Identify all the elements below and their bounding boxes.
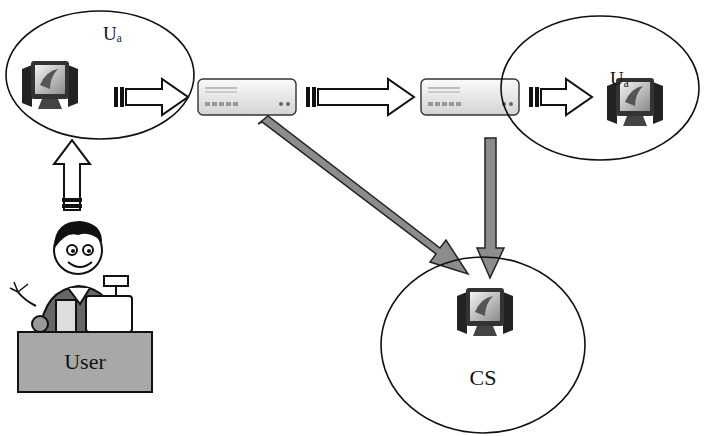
monitor-icon [22, 61, 78, 109]
user-host-ellipse: Uₐ [5, 10, 195, 140]
user-desk: User [16, 214, 154, 394]
user-host-ellipse-outline [500, 15, 700, 161]
user-figure [10, 222, 132, 332]
cs-ellipse: CS [380, 256, 586, 434]
node-label: Uₐ [610, 69, 629, 90]
cs-ellipse-outline [380, 256, 586, 434]
monitor-icon [457, 288, 513, 336]
node-label: User [64, 350, 106, 374]
router-icon [198, 79, 296, 115]
router-icon [421, 79, 519, 115]
node-label: Uₐ [103, 24, 122, 45]
report-arrows [258, 116, 504, 278]
arrow-rings [114, 87, 539, 107]
flow-arrows [126, 79, 592, 115]
node-label: CS [470, 366, 497, 390]
user-host-ellipse: Uₐ [500, 15, 700, 161]
user-host-ellipse-outline [5, 10, 195, 140]
flow-arrow [54, 140, 90, 210]
